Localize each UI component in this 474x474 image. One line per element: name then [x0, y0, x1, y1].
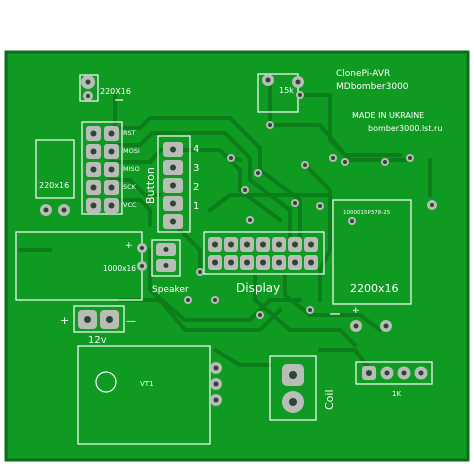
cap-right-label: 2200x16	[350, 282, 399, 295]
cap-top-left-label: 220X16	[100, 87, 131, 96]
power-plus-label: +	[60, 314, 69, 327]
display-label: Display	[236, 281, 280, 295]
isp-rst-label: RST	[123, 129, 136, 137]
power-minus-label: —	[126, 316, 136, 327]
site-label: bomber3000.lst.ru	[368, 124, 442, 133]
isp-vcc-label: VCC	[123, 201, 137, 209]
solder-pads	[40, 74, 437, 413]
vias	[184, 91, 414, 319]
speaker-label: Speaker	[152, 285, 189, 295]
made-in-ukraine-label: MADE IN UKRAINE	[352, 111, 424, 120]
button-pin-1: 1	[193, 201, 199, 212]
button-pin-4: 4	[193, 144, 199, 155]
cap-speaker-plus: +	[125, 241, 133, 251]
title-clonepi-avr: ClonePi-AVR	[336, 69, 390, 79]
resistor-1k-label: 1K	[392, 390, 401, 398]
isp-mosi-label: MOSI	[123, 147, 140, 155]
cap-speaker-label: 1000x16	[103, 264, 136, 273]
isp-miso-label: MISO	[123, 165, 140, 173]
button-pin-2: 2	[193, 182, 199, 193]
button-pin-3: 3	[193, 163, 199, 174]
title-mdbomber3000: MDbomber3000	[336, 82, 409, 92]
vt1-label: VT1	[140, 380, 154, 388]
cap-left-label: 220x16	[39, 181, 69, 190]
coil-label: Coil	[323, 389, 336, 410]
isp-sck-label: SCK	[123, 183, 137, 191]
cap-right-plus: +	[352, 306, 360, 316]
cap-right-part-label: 1000015P378-25	[343, 210, 391, 216]
copper-traces	[18, 78, 432, 372]
resistor-15k-label: 15k	[279, 86, 294, 95]
button-label: Button	[144, 167, 157, 204]
power-voltage-label: 12v	[88, 335, 107, 346]
